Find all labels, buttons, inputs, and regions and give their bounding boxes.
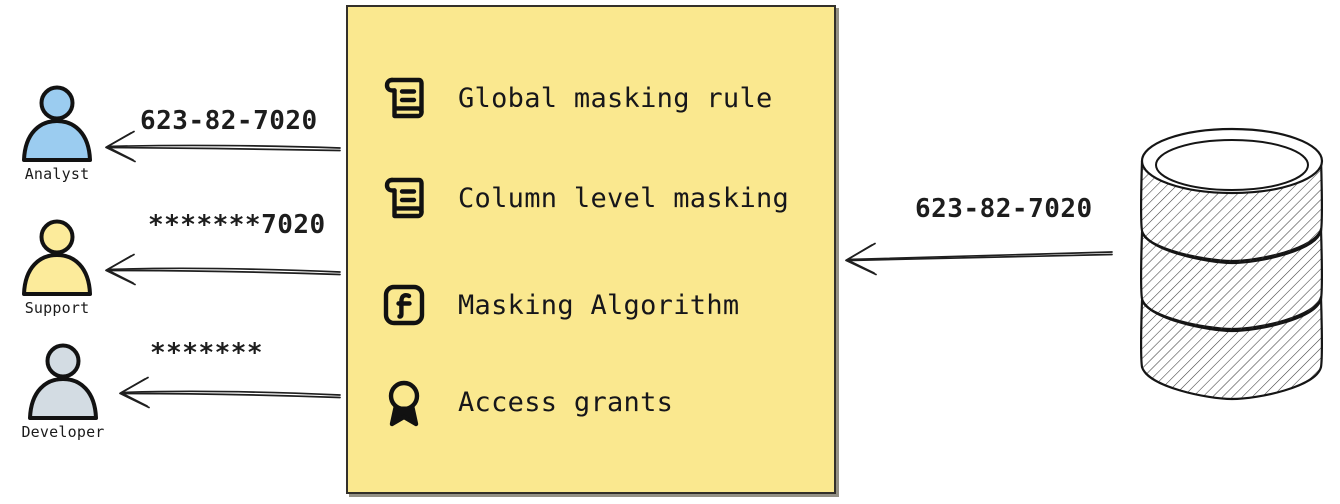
- actor-developer[interactable]: Developer: [8, 340, 118, 441]
- policy-item-access-grants[interactable]: Access grants: [378, 374, 673, 430]
- person-icon-analyst: [22, 85, 92, 162]
- arrow-database-to-card: [845, 242, 1113, 276]
- policy-item-label: Column level masking: [458, 182, 790, 214]
- actor-developer-label: Developer: [21, 423, 105, 441]
- actor-analyst-label: Analyst: [24, 165, 90, 183]
- arrow-to-developer: [119, 376, 341, 409]
- policy-item-column-level-masking[interactable]: Column level masking: [378, 170, 789, 226]
- policy-item-label: Masking Algorithm: [458, 289, 740, 321]
- scroll-icon: [384, 77, 424, 119]
- actor-support-label: Support: [24, 299, 90, 317]
- arrow-label-developer: *******: [150, 338, 264, 368]
- policy-item-masking-algorithm[interactable]: Masking Algorithm: [378, 277, 739, 333]
- actor-analyst[interactable]: Analyst: [2, 82, 112, 183]
- scroll-icon: [384, 177, 424, 219]
- arrow-label-database: 623-82-7020: [915, 194, 1093, 224]
- actor-support[interactable]: Support: [2, 216, 112, 317]
- person-icon-support: [22, 219, 92, 296]
- function-icon: [383, 284, 425, 326]
- policy-item-list: Global masking rule Column level masking: [348, 7, 834, 492]
- masking-policy-card: Global masking rule Column level masking: [346, 5, 836, 494]
- database-cylinder-icon[interactable]: [1118, 115, 1340, 405]
- person-icon-developer: [28, 343, 98, 420]
- policy-item-label: Access grants: [458, 386, 674, 418]
- policy-item-global-masking-rule[interactable]: Global masking rule: [378, 70, 773, 126]
- arrow-label-support: *******7020: [148, 210, 326, 240]
- policy-item-label: Global masking rule: [458, 82, 773, 114]
- arrow-to-analyst: [105, 130, 341, 163]
- arrow-to-support: [105, 253, 341, 286]
- arrow-label-analyst: 623-82-7020: [140, 106, 318, 136]
- award-ribbon-icon: [388, 380, 420, 427]
